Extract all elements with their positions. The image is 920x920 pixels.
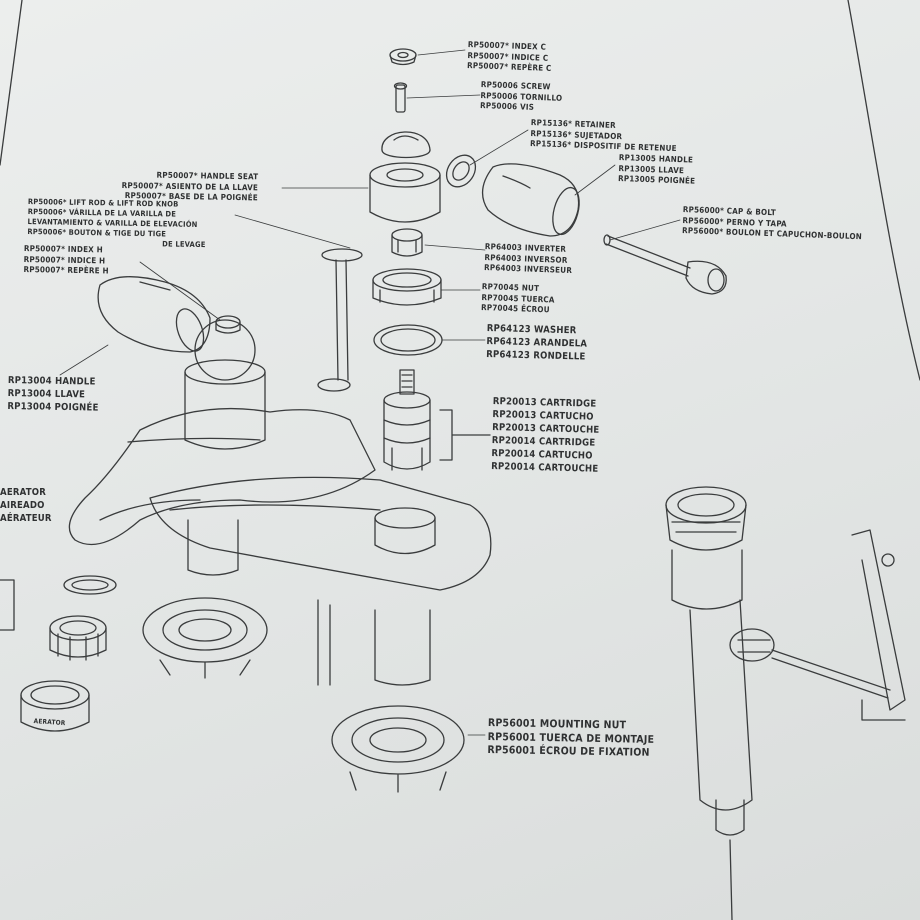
label-line: RP50007* REPÈRE H [23,264,109,276]
right-mount-cylinder [374,507,436,555]
drain-stopper [665,486,747,551]
page-border-left [0,0,23,166]
pivot-rod [729,628,891,699]
label-line: AERATOR [0,487,46,498]
label-line: AERATOR [33,716,66,728]
left-index-cap [215,315,241,334]
aerator-ring [63,575,117,595]
washer-part [373,324,443,356]
shanks [187,519,431,686]
page-border-right [847,0,920,381]
spout-body [68,407,376,546]
retainer-part [381,131,431,159]
left-handle-part [97,276,211,353]
label-line: RP13004 POIGNÉE [7,400,99,414]
label-index-c: RP50007* INDEX C RP50007* INDICE C RP500… [467,40,552,74]
retainer-ring-part [445,154,477,188]
cartridge-part [383,369,431,471]
right-handle-part [481,163,580,237]
leader-lines [59,49,681,736]
aerator-bracket [0,579,15,631]
cartridge-bracket [439,409,491,461]
label-handle-right: RP13005 HANDLE RP13005 LLAVE RP13005 POI… [618,153,696,187]
label-screw: RP50006 SCREW RP50006 TORNILLO RP50006 V… [480,80,563,114]
lift-rod-part [317,248,363,392]
label-line: RP64123 RONDELLE [486,348,586,363]
screw-part [393,82,408,113]
right-mounting-nut [331,705,465,793]
label-handle-left: RP13004 HANDLE RP13004 LLAVE RP13004 POI… [7,374,99,415]
label-line: RP20014 CARTOUCHE [490,460,599,475]
drain-body [671,549,753,920]
cap-bolt-part [603,234,727,295]
left-mounting-nut [142,597,268,679]
label-line: RP50007* INDEX H [23,244,103,255]
label-aerator: AERATOR AIREADO AÉRATEUR [0,486,52,525]
label-retainer: RP15136* RETAINER RP15136* SUJETADOR RP1… [530,118,678,155]
label-cartridge: RP20013 CARTRIDGE RP20013 CARTUCHO RP200… [491,395,600,476]
label-line: AIREADO [0,500,45,511]
inverter-part [391,228,423,257]
label-nut: RP70045 NUT RP70045 TUERCA RP70045 ÉCROU [481,282,555,316]
label-cap-bolt: RP56000* CAP & BOLT RP56000* PERNO Y TAP… [682,205,863,243]
index-cap-part [389,48,417,66]
label-washer: RP64123 WASHER RP64123 ARANDELA RP64123 … [486,322,588,364]
label-lift-rod: RP50006* LIFT ROD & LIFT ROD KNOB RP5000… [27,197,206,250]
handle-seat-part [369,162,441,223]
clevis-strap [851,529,906,721]
nut-part [372,268,442,306]
label-mounting-nut: RP56001 MOUNTING NUT RP56001 TUERCA DE M… [487,717,654,760]
label-index-h: RP50007* INDEX H RP50007* INDICE H RP500… [23,244,109,277]
base-plate [149,476,492,591]
aerator-insert [20,680,90,732]
label-inverter: RP64003 INVERTER RP64003 INVERSOR RP6400… [484,242,573,277]
aerator-imprint: AERATOR [33,716,66,729]
aerator-nut [49,615,107,661]
label-line: RP56001 ÉCROU DE FIXATION [487,743,650,759]
left-stem-assembly [184,319,266,450]
label-line: AÉRATEUR [0,513,52,524]
